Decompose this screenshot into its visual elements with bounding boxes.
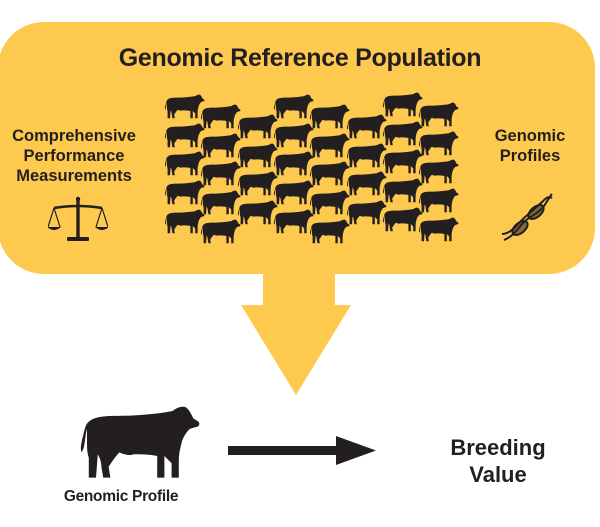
- herd-column-5: [309, 104, 350, 244]
- cow-icon: [80, 406, 200, 478]
- dna-icon: [501, 193, 553, 241]
- herd-column-6: [346, 114, 387, 225]
- herd-column-3: [237, 114, 278, 225]
- genomic-profiles-label: Genomic Profiles: [494, 127, 566, 165]
- herd-column-1: [164, 94, 205, 234]
- panel-title: Genomic Reference Population: [118, 44, 482, 72]
- performance-measurements-label: Comprehensive Performance Measurements: [12, 127, 136, 185]
- reference-population-panel: [0, 22, 595, 274]
- herd-column-8: [418, 102, 459, 242]
- cattle-herd: [164, 92, 459, 244]
- breeding-value-label: Breeding Value: [450, 435, 546, 487]
- herd-column-7: [382, 92, 423, 232]
- genomic-profile-label: Genomic Profile: [63, 488, 179, 505]
- herd-column-2: [200, 104, 241, 244]
- down-arrow-icon: [241, 305, 351, 395]
- down-arrow-stem: [263, 270, 335, 306]
- scales-icon: [48, 196, 108, 241]
- right-arrow-icon: [228, 436, 376, 465]
- herd-column-4: [273, 94, 314, 234]
